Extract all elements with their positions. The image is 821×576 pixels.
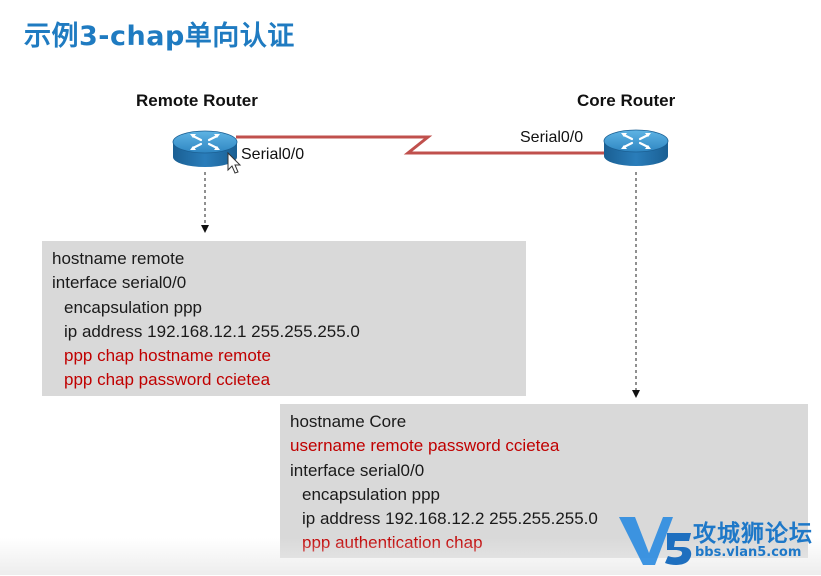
config-line: ip address 192.168.12.1 255.255.255.0	[64, 321, 360, 341]
core-router-icon	[603, 129, 669, 166]
slide-title: 示例3-chap单向认证	[24, 21, 295, 52]
remote-config-box: hostname remote interface serial0/0 encaps…	[42, 241, 526, 396]
v5-logo-icon	[619, 517, 692, 565]
serial-link	[236, 135, 606, 155]
config-line: hostname remote	[52, 249, 185, 268]
watermark-url: bbs.vlan5.com	[695, 545, 802, 560]
remote-interface-label: Serial0/0	[241, 146, 305, 163]
remote-config-arrow	[201, 172, 209, 233]
config-line: ppp chap password ccietea	[64, 370, 271, 390]
core-router-label: Core Router	[577, 91, 676, 110]
forum-watermark: 攻城狮论坛 bbs.vlan5.com	[615, 511, 815, 571]
config-line: hostname Core	[290, 412, 407, 431]
config-line: interface serial0/0	[52, 273, 187, 293]
config-line: encapsulation ppp	[302, 484, 441, 504]
config-line: ppp chap hostname remote	[64, 346, 271, 366]
config-line: username remote password ccietea	[290, 436, 560, 456]
config-line: encapsulation ppp	[64, 297, 203, 317]
config-line: interface serial0/0	[290, 460, 425, 480]
config-line: ip address 192.168.12.2 255.255.255.0	[302, 509, 598, 529]
remote-router-label: Remote Router	[136, 91, 258, 110]
core-interface-label: Serial0/0	[520, 129, 584, 146]
watermark-name: 攻城狮论坛	[693, 521, 813, 547]
core-config-arrow	[632, 172, 640, 398]
core-config-box: hostname Core username remote password cc…	[280, 404, 808, 558]
remote-router-icon	[172, 130, 238, 167]
mouse-cursor-icon	[227, 151, 242, 174]
